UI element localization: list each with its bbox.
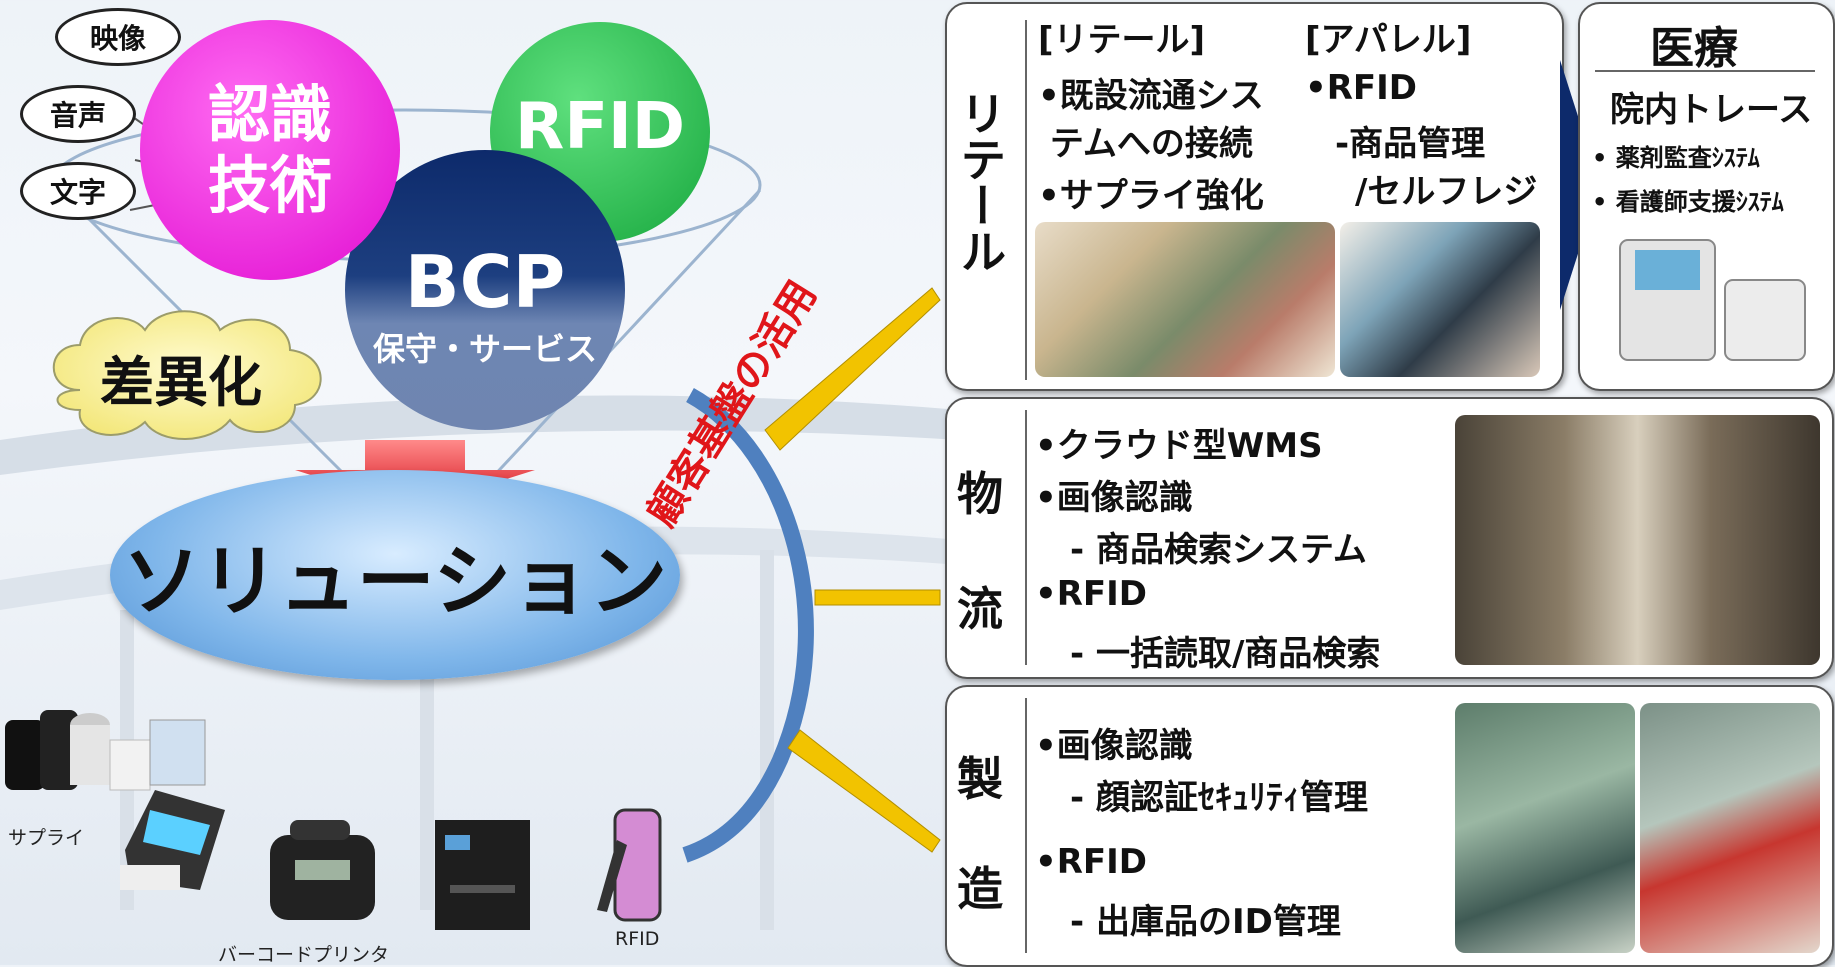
retail-label-text: リテール (953, 90, 1008, 274)
supply-rolls-image (5, 710, 206, 791)
bubble-onsei-label: 音声 (49, 99, 106, 132)
manufacturing-label2: 造 (957, 862, 1003, 916)
logistics-separator (1025, 410, 1027, 665)
differentiation-label: 差異化 (100, 351, 262, 414)
medical-subtitle: 院内トレース (1610, 90, 1813, 130)
logistics-l4: •RFID (1035, 574, 1148, 614)
supply-caption: サプライ (8, 827, 85, 849)
recognition-tech-line2: 技術 (207, 149, 332, 222)
manufacturing-l3: •RFID (1035, 842, 1148, 882)
bubble-moji: 文字 (20, 162, 136, 220)
bubble-moji-label: 文字 (49, 176, 106, 209)
retail-col1-b2: •サプライ強化 (1038, 176, 1264, 216)
printer-caption: バーコードプリンタ (218, 944, 390, 966)
medical-devices-image (1619, 239, 1806, 361)
logistics-l5: - 一括読取/商品検索 (1070, 634, 1381, 674)
logistics-l1: •クラウド型WMS (1035, 426, 1323, 466)
desktop-printer-image (435, 820, 530, 930)
solution-label: ソリューション (122, 537, 668, 627)
rfid-circle-label: RFID (515, 90, 685, 164)
retail-col1-b1b: テムへの接続 (1038, 124, 1253, 164)
medical-b2: • 看護師支援ｼｽﾃﾑ (1592, 188, 1784, 216)
retail-col1-head: [リテール] (1038, 20, 1206, 60)
retail-col1-b1: •既設流通シス (1038, 76, 1264, 116)
rfid-reader-image (597, 808, 662, 922)
retail-col2-b3: /セルフレジ (1355, 172, 1538, 212)
factory-photo-2 (1640, 703, 1820, 953)
manufacturing-label1: 製 (957, 752, 1003, 806)
retail-col2-head: [アパレル] (1305, 20, 1472, 60)
bcp-circle: BCP 保守・サービス (345, 150, 625, 430)
factory-photo-1 (1455, 703, 1635, 953)
bcp-title: BCP (404, 240, 566, 324)
apparel-store-photo (1340, 222, 1540, 377)
retail-label: リテール (953, 90, 1008, 282)
rfid-caption: RFID (615, 928, 660, 950)
logistics-label2: 流 (957, 582, 1003, 636)
manufacturing-separator (1025, 698, 1027, 953)
retail-store-photo (1035, 222, 1335, 377)
retail-separator (1025, 20, 1027, 380)
manufacturing-l4: - 出庫品のID管理 (1070, 902, 1341, 942)
bubble-eizou-label: 映像 (89, 22, 146, 55)
logistics-l2: •画像認識 (1035, 478, 1193, 518)
solution-ellipse: ソリューション (110, 470, 680, 680)
medical-b1: • 薬剤監査ｼｽﾃﾑ (1592, 144, 1760, 172)
bubble-onsei: 音声 (20, 85, 136, 143)
warehouse-photo (1455, 415, 1820, 665)
logistics-l3: - 商品検索システム (1070, 530, 1367, 570)
handheld-device-image (120, 790, 225, 890)
recognition-tech-line1: 認識 (207, 77, 332, 151)
customer-base-arc (682, 287, 941, 863)
manufacturing-l2: - 顔認証ｾｷｭﾘﾃｨ管理 (1070, 778, 1368, 818)
bcp-subtitle: 保守・サービス (372, 330, 597, 368)
manufacturing-l1: •画像認識 (1035, 726, 1193, 766)
bubble-eizou: 映像 (55, 8, 181, 66)
retail-col2-b1: •RFID (1305, 68, 1418, 108)
logistics-label1: 物 (957, 467, 1003, 521)
retail-col2-b2: -商品管理 (1335, 124, 1486, 164)
differentiation-cloud (52, 310, 322, 440)
mobile-printer-image (270, 820, 375, 920)
recognition-tech-circle: 認識 技術 (140, 20, 400, 280)
medical-underline (1595, 70, 1815, 72)
medical-title: 医療 (1650, 23, 1738, 74)
